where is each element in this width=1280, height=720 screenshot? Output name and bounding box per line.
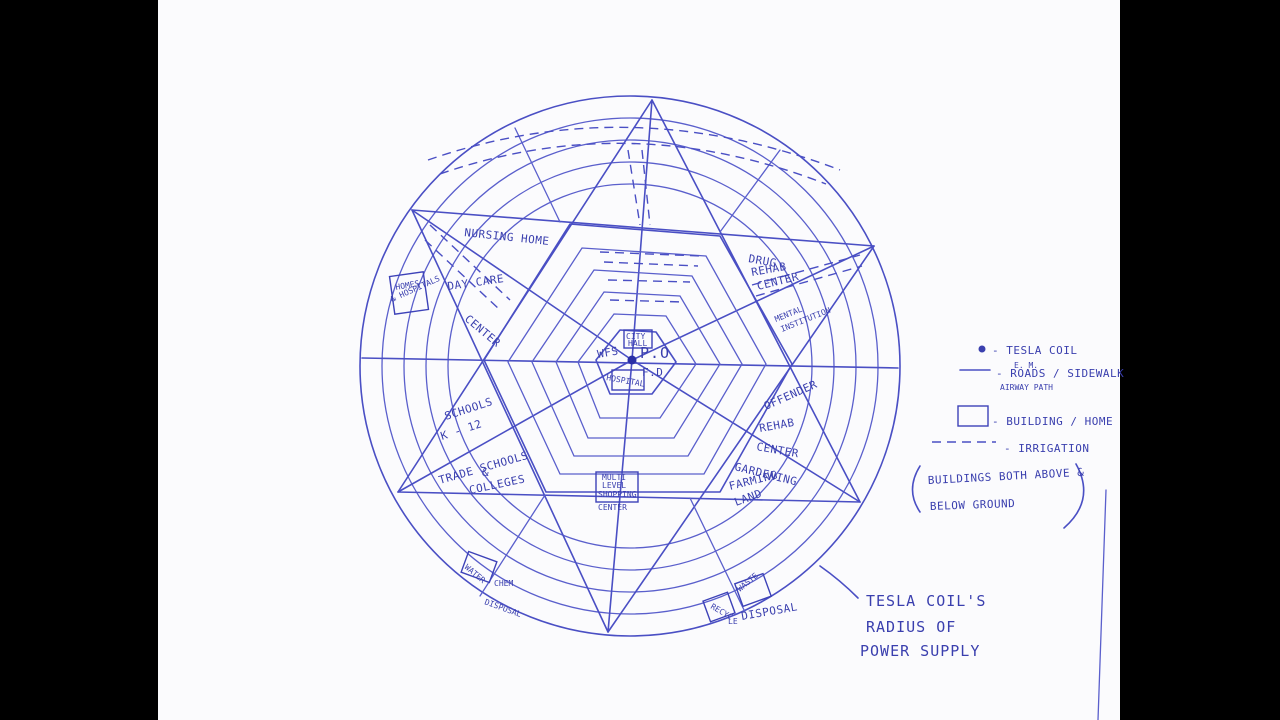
label-city-hall-1: CITY	[626, 332, 645, 341]
legend-building: - BUILDING / HOME	[992, 415, 1113, 428]
legend-bracket-right	[1063, 463, 1085, 529]
label-nursing-home: NURSING HOME	[464, 226, 550, 248]
label-water-3: DISPOSAL	[483, 597, 522, 619]
legend-tesla-coil-1: - TESLA COIL	[992, 344, 1077, 357]
label-trade-2: &	[482, 466, 489, 479]
label-multi-4: CENTER	[598, 503, 627, 512]
tesla-coil-center	[627, 355, 637, 365]
label-waste-1: WASTE	[736, 571, 760, 593]
radial-spokes	[361, 99, 899, 633]
label-multi-1: MULTI	[602, 473, 626, 482]
label-multi-2: LEVEL	[602, 481, 626, 490]
label-city-hall-2: HALL	[628, 339, 647, 348]
label-drug-rehab-1: DRUG	[747, 252, 777, 270]
legend-note-2: BELOW GROUND	[930, 497, 1016, 513]
zone-labels: NURSING HOME DRUG REHAB CENTER MENTAL IN…	[389, 226, 832, 626]
radius-callout: TESLA COIL'S RADIUS OF POWER SUPPLY	[819, 565, 986, 660]
label-fd: F.D	[642, 366, 663, 379]
label-offender-2: REHAB	[758, 416, 795, 435]
label-recycle-2: LE	[728, 617, 738, 626]
legend: - TESLA COIL E. M. - ROADS / SIDEWALK AI…	[911, 344, 1124, 529]
label-radius-3: POWER SUPPLY	[860, 642, 980, 660]
label-homes-1: HOMES	[395, 279, 420, 292]
legend-building-icon	[957, 405, 989, 427]
hexagon-rings	[483, 223, 793, 493]
legend-roads-2: AIRWAY PATH	[1000, 383, 1053, 392]
label-offender-3: CENTER	[755, 440, 799, 460]
legend-roads-1: - ROADS / SIDEWALK	[996, 367, 1124, 380]
legend-irrigation: - IRRIGATION	[1004, 442, 1089, 455]
label-multi-3: SHOPPING	[598, 490, 637, 499]
legend-bracket-left	[911, 465, 921, 513]
concentric-rings	[359, 95, 901, 637]
label-drug-rehab-2: REHAB	[750, 260, 787, 279]
label-radius-1: TESLA COIL'S	[866, 592, 986, 610]
paper-edge-line	[1097, 489, 1107, 720]
legend-dot-icon	[978, 345, 986, 353]
label-wfs: WFS	[596, 344, 619, 361]
label-radius-2: RADIUS OF	[866, 618, 956, 636]
label-water-2: CHEM	[494, 579, 513, 588]
legend-tesla-coil-2: E. M.	[1014, 361, 1038, 370]
label-day-care-1: DAY CARE	[447, 272, 505, 293]
building-boxes	[388, 271, 773, 623]
irrigation-lines	[424, 126, 863, 311]
label-po: P.O	[640, 344, 670, 362]
legend-note-1: BUILDINGS BOTH ABOVE &	[927, 466, 1084, 487]
